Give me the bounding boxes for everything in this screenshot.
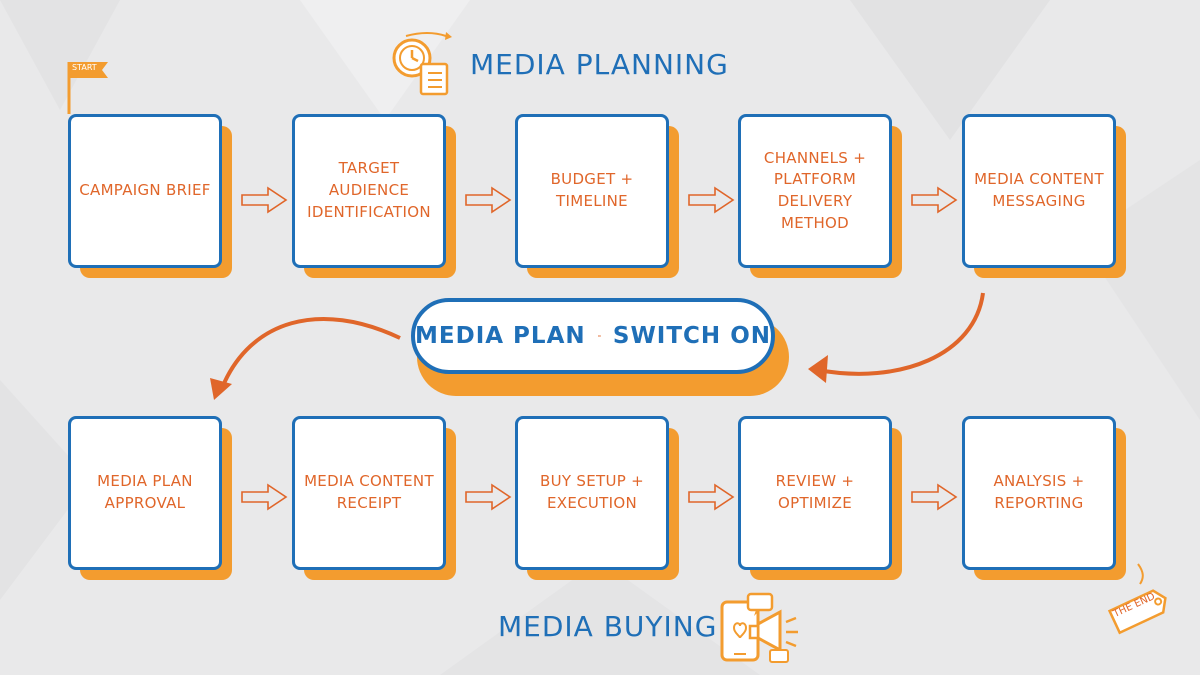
step-label: CHANNELS + PLATFORM DELIVERY METHOD: [763, 148, 867, 232]
step-label: BUDGET + TIMELINE: [550, 170, 634, 210]
step-label: TARGET AUDIENCE IDENTIFICATION: [307, 159, 431, 221]
buying-step-card: MEDIA CONTENT RECEIPT: [292, 416, 456, 580]
step-label: ANALYSIS + REPORTING: [993, 472, 1085, 512]
flow-arrow-icon: [911, 483, 958, 511]
step-label: CAMPAIGN BRIEF: [79, 181, 211, 200]
flow-arrow-icon: [465, 186, 512, 214]
buying-step-card: MEDIA PLAN APPROVAL: [68, 416, 232, 580]
flow-arrow-icon: [241, 186, 288, 214]
step-label: MEDIA PLAN APPROVAL: [97, 472, 193, 512]
curved-connector-left: [210, 317, 401, 400]
step-label: REVIEW + OPTIMIZE: [775, 472, 855, 512]
flow-arrow-icon: [465, 483, 512, 511]
pill-left-text: MEDIA PLAN: [415, 323, 586, 349]
planning-step-card: CHANNELS + PLATFORM DELIVERY METHOD: [738, 114, 902, 278]
media-planning-title: MEDIA PLANNING: [470, 48, 729, 81]
media-buying-title: MEDIA BUYING: [498, 610, 718, 643]
media-plan-switch-pill: MEDIA PLAN SWITCH ON: [411, 298, 775, 374]
flow-arrow-icon: [911, 186, 958, 214]
flow-arrow-icon: [688, 186, 735, 214]
planning-step-card: TARGET AUDIENCE IDENTIFICATION: [292, 114, 456, 278]
flow-arrow-icon: [688, 483, 735, 511]
end-tag-icon: [1107, 563, 1167, 635]
curved-connector-right: [808, 292, 985, 383]
step-label: MEDIA CONTENT MESSAGING: [974, 170, 1104, 210]
buying-step-card: ANALYSIS + REPORTING: [962, 416, 1126, 580]
flow-arrow-icon: [241, 483, 288, 511]
start-flag-label: START: [72, 63, 97, 72]
planning-step-card: MEDIA CONTENT MESSAGING: [962, 114, 1126, 278]
pill-right-text: SWITCH ON: [612, 323, 771, 349]
planning-step-card: BUDGET + TIMELINE: [515, 114, 679, 278]
toggle-switch-icon: [597, 335, 601, 337]
social-media-megaphone-icon: [720, 592, 798, 663]
clock-checklist-icon: [392, 32, 452, 96]
planning-step-card: CAMPAIGN BRIEF: [68, 114, 232, 278]
start-flag-icon: [67, 62, 108, 114]
step-label: MEDIA CONTENT RECEIPT: [304, 472, 434, 512]
buying-step-card: BUY SETUP + EXECUTION: [515, 416, 679, 580]
buying-step-card: REVIEW + OPTIMIZE: [738, 416, 902, 580]
step-label: BUY SETUP + EXECUTION: [539, 472, 645, 512]
